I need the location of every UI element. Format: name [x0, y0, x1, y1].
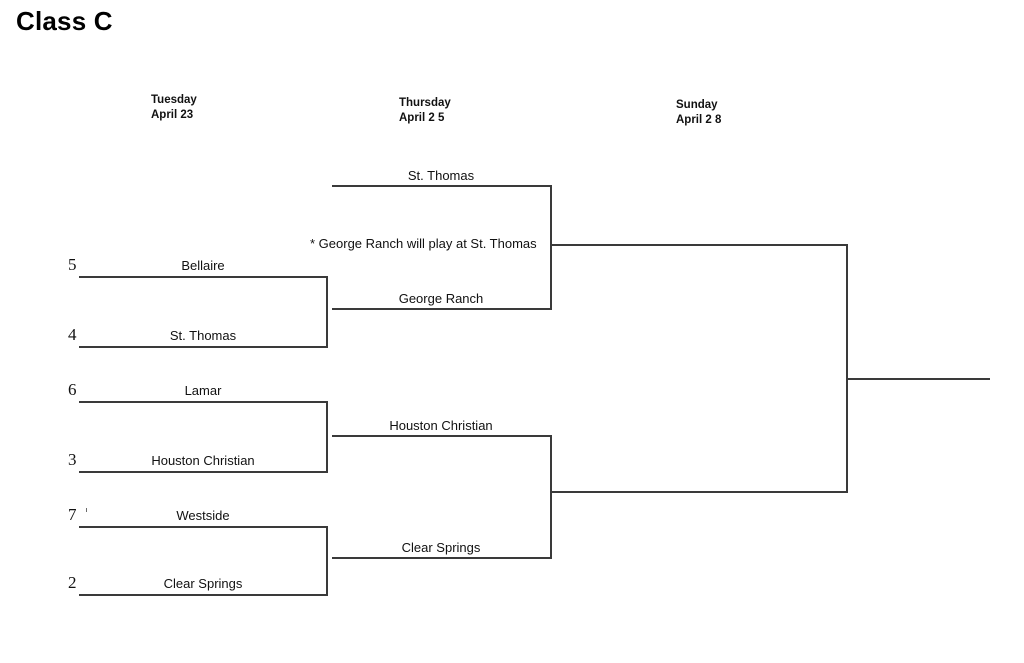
- final-bottom-line: [550, 491, 848, 493]
- round-header-day: Sunday: [676, 99, 718, 111]
- match-2-top-seed: 6: [68, 380, 77, 399]
- match-3-top-seed: 7: [68, 505, 77, 524]
- round-header-date: April 2 8: [676, 114, 722, 126]
- match-3-top-seed-tick: [86, 508, 87, 512]
- champion-line: [846, 378, 990, 380]
- match-1-connector: [326, 276, 328, 348]
- match-1-top-line: [79, 276, 328, 278]
- match-2-connector: [326, 401, 328, 473]
- match-2-bottom-seed: 3: [68, 450, 77, 469]
- round-header-date: April 2 5: [399, 112, 445, 124]
- final-top-line: [550, 244, 848, 246]
- match-3-bottom-seed: 2: [68, 573, 77, 592]
- semifinal-2-top-team: Houston Christian: [389, 418, 493, 433]
- final-connector: [846, 244, 848, 493]
- round-header-date: April 23: [151, 109, 194, 121]
- match-1-bottom-team: St. Thomas: [169, 328, 237, 343]
- semifinal-1-bottom-line: [332, 308, 550, 310]
- semifinal-2-connector: [550, 435, 552, 559]
- semifinal-2-bottom-line: [332, 557, 550, 559]
- semifinal-2-top-line: [332, 435, 550, 437]
- semifinal-1-top-line: [332, 185, 550, 187]
- semifinal-1-connector: [550, 185, 552, 310]
- match-2-bottom-line: [79, 471, 328, 473]
- round-header-sunday: Sunday April 2 8: [676, 98, 721, 128]
- match-1-bottom-line: [79, 346, 328, 348]
- match-2-bottom-team: Houston Christian: [151, 453, 255, 468]
- semifinal-1-bottom-team: George Ranch: [398, 291, 484, 306]
- semifinal-1-top-team: St. Thomas: [407, 168, 475, 183]
- round-header-thursday: Thursday April 2 5: [399, 96, 451, 126]
- match-1-top-team: Bellaire: [181, 258, 225, 273]
- george-ranch-venue-note: * George Ranch will play at St. Thomas: [310, 236, 537, 251]
- round-header-day: Thursday: [399, 97, 451, 109]
- match-3-top-team: Westside: [176, 508, 230, 523]
- semifinal-2-bottom-team: Clear Springs: [401, 540, 481, 555]
- match-3-bottom-team: Clear Springs: [163, 576, 243, 591]
- match-1-bottom-seed: 4: [68, 325, 77, 344]
- match-3-connector: [326, 526, 328, 596]
- page-title: Class C: [16, 6, 113, 36]
- round-header-day: Tuesday: [151, 94, 197, 106]
- round-header-tuesday: Tuesday April 23: [151, 93, 197, 123]
- match-2-top-line: [79, 401, 328, 403]
- match-3-top-line: [79, 526, 328, 528]
- match-1-top-seed: 5: [68, 255, 77, 274]
- match-2-top-team: Lamar: [184, 383, 222, 398]
- match-3-bottom-line: [79, 594, 328, 596]
